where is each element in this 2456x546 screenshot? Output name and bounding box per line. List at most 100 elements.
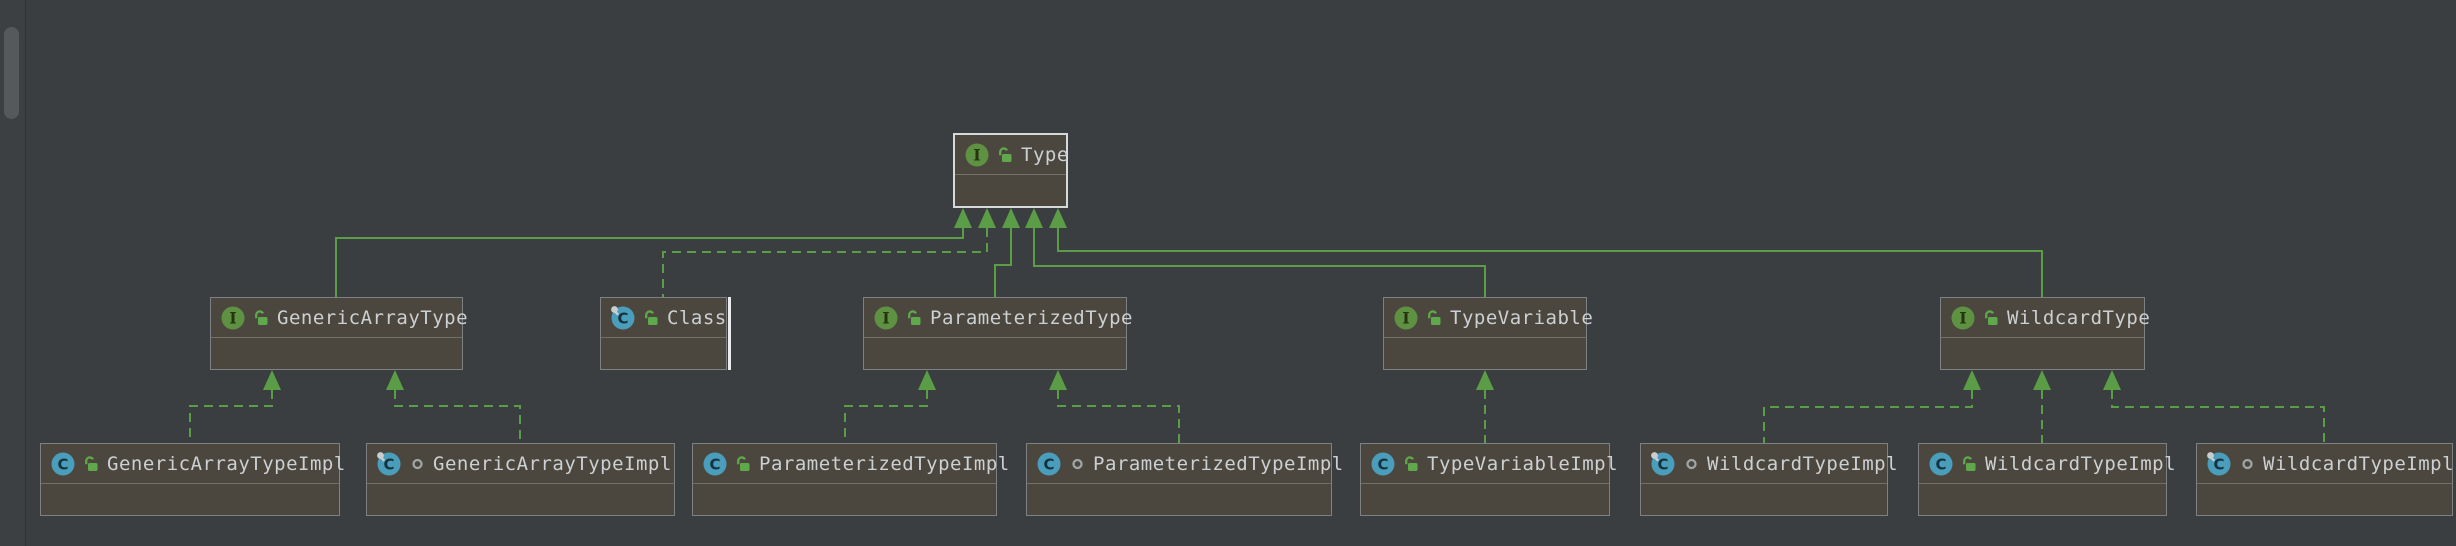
uml-edge-parameterized-type--type — [994, 208, 1020, 297]
node-body — [1384, 338, 1586, 369]
class-icon: C — [50, 451, 76, 477]
svg-text:I: I — [973, 145, 980, 164]
inheritance-arrow-icon — [978, 208, 996, 228]
node-body — [1919, 484, 2166, 515]
node-body — [864, 338, 1126, 369]
inheritance-arrow-icon — [918, 370, 936, 390]
interface-icon: I — [1950, 305, 1976, 331]
uml-node-wildcard-type[interactable]: I WildcardType — [1940, 297, 2150, 370]
inheritance-arrow-icon — [386, 370, 404, 390]
package-private-visibility-icon — [1682, 454, 1701, 473]
uml-node-type-variable-impl[interactable]: C TypeVariableImpl — [1360, 443, 1618, 516]
inheritance-arrow-icon — [954, 208, 972, 228]
node-body — [601, 338, 726, 369]
public-visibility-icon — [1402, 454, 1421, 473]
uml-node-generic-array-type[interactable]: I GenericArrayType — [210, 297, 468, 370]
node-body — [693, 484, 996, 515]
inheritance-arrow-icon — [1476, 370, 1494, 390]
uml-edge-wildcard-type--type — [1049, 208, 2043, 297]
svg-text:C: C — [709, 455, 720, 473]
scrollbar-thumb[interactable] — [4, 27, 19, 119]
uml-edge-generic-array-type-impl-1--generic-array-type — [189, 370, 281, 443]
node-label: GenericArrayTypeImpl — [433, 452, 672, 475]
inheritance-arrow-icon — [1049, 208, 1067, 228]
svg-text:I: I — [882, 308, 889, 327]
public-visibility-icon — [996, 145, 1015, 164]
interface-icon: I — [220, 305, 246, 331]
svg-text:C: C — [383, 455, 394, 473]
public-visibility-icon — [82, 454, 101, 473]
node-body — [1361, 484, 1609, 515]
interface-icon: I — [873, 305, 899, 331]
node-body — [955, 175, 1066, 206]
inheritance-arrow-icon — [1963, 370, 1981, 390]
node-label: TypeVariableImpl — [1427, 452, 1619, 475]
uml-node-type-variable[interactable]: I TypeVariable — [1383, 297, 1593, 370]
uml-edge-generic-array-type-impl-2--generic-array-type — [386, 370, 521, 443]
uml-edge-wildcard-type-impl-3--wildcard-type — [2103, 370, 2325, 443]
node-header: I GenericArrayType — [211, 298, 468, 338]
node-label: GenericArrayType — [277, 306, 469, 329]
inheritance-arrow-icon — [1025, 208, 1043, 228]
uml-node-generic-array-type-impl-2[interactable]: C GenericArrayTypeImpl — [366, 443, 675, 516]
interface-icon: I — [964, 142, 990, 168]
uml-edge-wildcard-type-impl-2--wildcard-type — [2033, 370, 2051, 443]
public-visibility-icon — [642, 308, 661, 327]
class-icon: C — [1370, 451, 1396, 477]
uml-edge-type-variable-impl--type-variable — [1476, 370, 1494, 443]
inheritance-arrow-icon — [2033, 370, 2051, 390]
uml-node-generic-array-type-impl-1[interactable]: C GenericArrayTypeImpl — [40, 443, 345, 516]
uml-node-class[interactable]: C Class — [600, 297, 731, 370]
svg-text:C: C — [1935, 455, 1946, 473]
class-icon: C — [702, 451, 728, 477]
vertical-scrollbar[interactable] — [0, 0, 26, 546]
node-body — [2197, 484, 2452, 515]
svg-text:I: I — [1402, 308, 1409, 327]
public-visibility-icon — [734, 454, 753, 473]
node-label: WildcardType — [2007, 306, 2151, 329]
inheritance-arrow-icon — [2103, 370, 2121, 390]
node-body — [211, 338, 462, 369]
class-icon: C — [1928, 451, 1954, 477]
node-label: Class — [667, 306, 727, 329]
svg-text:C: C — [57, 455, 68, 473]
node-body — [1941, 338, 2144, 369]
node-label: TypeVariable — [1450, 306, 1594, 329]
uml-node-type[interactable]: I Type — [953, 133, 1068, 208]
package-private-visibility-icon — [408, 454, 427, 473]
public-visibility-icon — [1425, 308, 1444, 327]
svg-text:I: I — [229, 308, 236, 327]
node-label: GenericArrayTypeImpl — [107, 452, 346, 475]
final-class-icon: C — [610, 305, 636, 331]
final-class-icon: C — [376, 451, 402, 477]
node-header: I Type — [955, 135, 1069, 175]
node-label: Type — [1021, 143, 1069, 166]
final-class-icon: C — [1650, 451, 1676, 477]
uml-edge-parameterized-type-impl-1--parameterized-type — [844, 370, 936, 443]
node-header: I TypeVariable — [1384, 298, 1593, 338]
uml-edge-class--type — [662, 208, 996, 297]
svg-text:C: C — [617, 309, 628, 327]
node-header: I WildcardType — [1941, 298, 2150, 338]
inheritance-arrow-icon — [1049, 370, 1067, 390]
public-visibility-icon — [905, 308, 924, 327]
uml-edge-parameterized-type-impl-2--parameterized-type — [1049, 370, 1180, 443]
svg-text:C: C — [1043, 455, 1054, 473]
node-header: C GenericArrayTypeImpl — [41, 444, 345, 484]
svg-text:C: C — [1377, 455, 1388, 473]
class-icon: C — [1036, 451, 1062, 477]
